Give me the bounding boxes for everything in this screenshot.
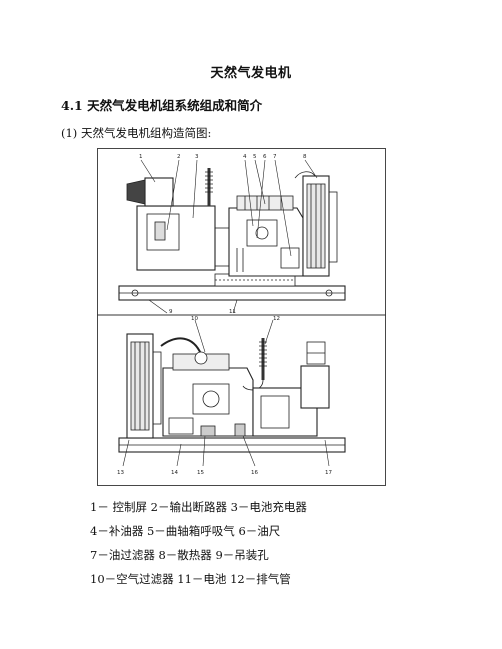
section-heading: 4.1 天然气发电机组系统组成和简介 (61, 98, 263, 113)
generator-opposite-view: 10 12 13 14 15 16 17 (117, 316, 346, 476)
generator-diagram: 1 2 3 4 5 6 7 8 9 11 (97, 148, 386, 486)
callout-15: 15 (197, 470, 204, 476)
callout-3: 3 (195, 154, 199, 160)
callout-16: 16 (251, 470, 258, 476)
callout-17: 17 (325, 470, 332, 476)
legend-line: 4－补油器 5－曲轴箱呼吸气 6－油尺 (90, 524, 281, 538)
callout-6: 6 (263, 154, 267, 160)
callout-1: 1 (139, 154, 143, 160)
callout-14: 14 (171, 470, 178, 476)
callout-2: 2 (177, 154, 181, 160)
callout-10: 10 (191, 316, 198, 322)
legend-line: 7－油过滤器 8－散热器 9－吊装孔 (90, 548, 269, 562)
generator-side-view: 1 2 3 4 5 6 7 8 9 11 (118, 154, 346, 315)
callout-9: 9 (169, 309, 173, 315)
callout-12: 12 (273, 316, 280, 322)
callout-11: 11 (229, 309, 236, 315)
callout-5: 5 (253, 154, 257, 160)
page-title: 天然气发电机 (210, 66, 292, 81)
callout-7: 7 (273, 154, 277, 160)
figure-caption: (1) 天然气发电机组构造简图: (61, 126, 212, 140)
parts-legend: 1－ 控制屏 2－输出断路器 3－电池充电器 4－补油器 5－曲轴箱呼吸气 6－… (90, 495, 307, 591)
legend-line: 10－空气过滤器 11－电池 12－排气管 (90, 572, 291, 586)
callout-13: 13 (117, 470, 124, 476)
legend-line: 1－ 控制屏 2－输出断路器 3－电池充电器 (90, 500, 307, 514)
callout-8: 8 (303, 154, 307, 160)
callout-4: 4 (243, 154, 247, 160)
